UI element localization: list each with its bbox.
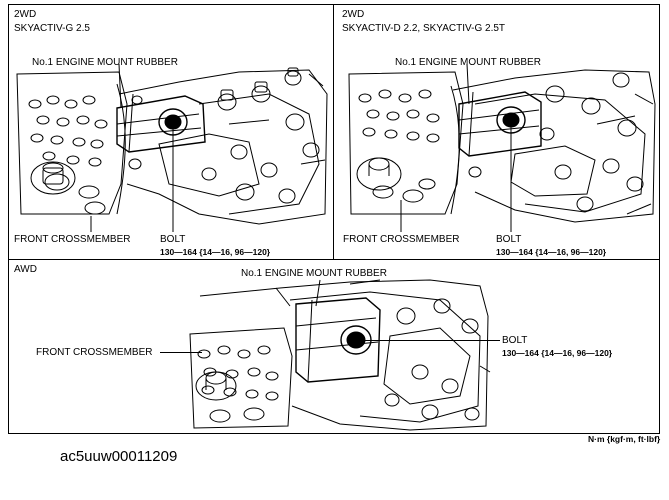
crossmember-label: FRONT CROSSMEMBER <box>36 347 153 358</box>
engine-mount-illustration <box>9 64 332 236</box>
drive-label: 2WD <box>14 9 37 20</box>
mount-rubber-label: No.1 ENGINE MOUNT RUBBER <box>241 268 387 279</box>
drive-label: AWD <box>14 264 37 275</box>
bolt-label: BOLT <box>496 234 522 245</box>
engine-mount-illustration <box>180 276 492 432</box>
torque-spec: 130—164 {14—16, 96—120} <box>502 348 613 358</box>
engine-label: SKYACTIV-D 2.2, SKYACTIV-G 2.5T <box>342 23 506 34</box>
torque-spec: 130—164 {14—16, 96—120} <box>496 247 607 257</box>
bolt-label: BOLT <box>502 335 528 346</box>
crossmember-label: FRONT CROSSMEMBER <box>343 234 460 245</box>
mount-rubber-label: No.1 ENGINE MOUNT RUBBER <box>32 57 178 68</box>
crossmember-label: FRONT CROSSMEMBER <box>14 234 131 245</box>
mount-rubber-label: No.1 ENGINE MOUNT RUBBER <box>395 57 541 68</box>
bolt-leader <box>360 340 500 341</box>
panel-divider-vertical <box>333 4 334 259</box>
bolt-label: BOLT <box>160 234 186 245</box>
panel-divider-horizontal <box>8 259 660 260</box>
drive-label: 2WD <box>342 9 365 20</box>
crossmember-leader <box>160 352 202 353</box>
engine-mount-illustration <box>335 64 659 236</box>
units-note: N·m {kgf·m, ft·lbf} <box>588 434 661 444</box>
figure-id: ac5uuw00011209 <box>60 448 178 465</box>
engine-label: SKYACTIV-G 2.5 <box>14 23 90 34</box>
diagram-frame <box>8 4 660 434</box>
torque-spec: 130—164 {14—16, 96—120} <box>160 247 271 257</box>
